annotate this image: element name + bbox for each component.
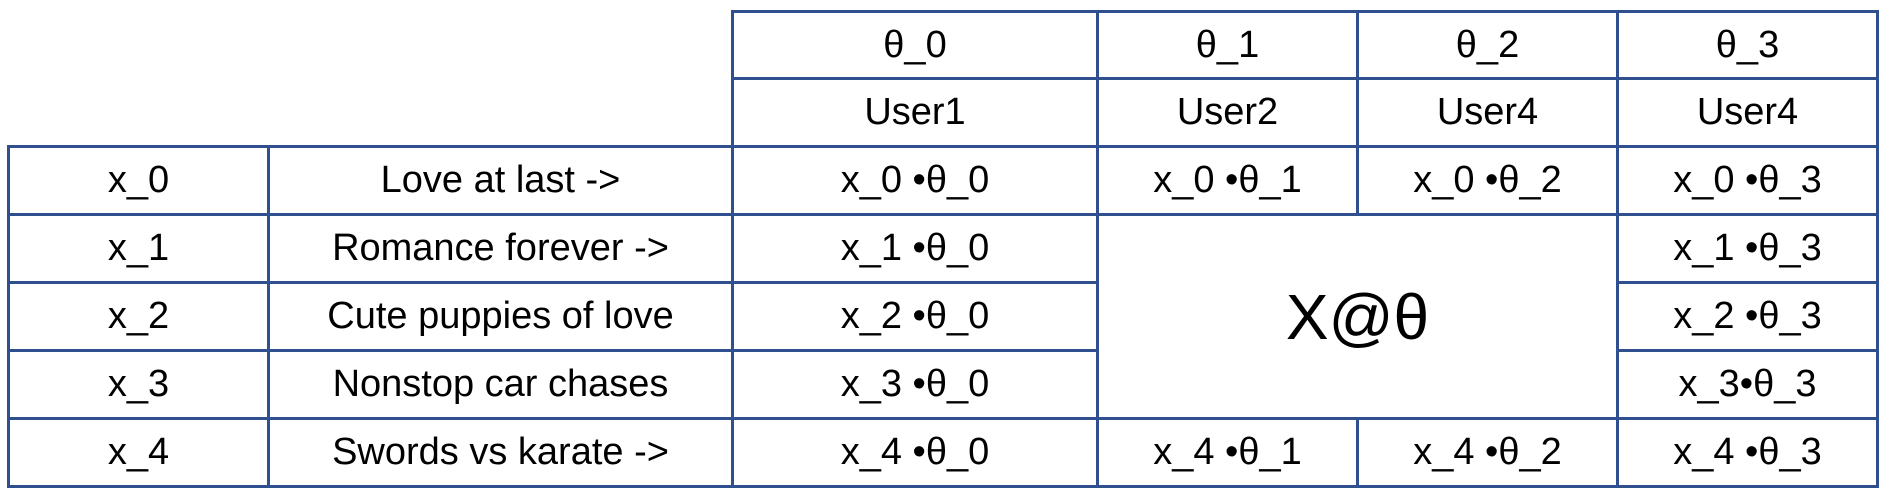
movie-title-1: Romance forever -> (267, 213, 734, 284)
user-header-3: User4 (1616, 77, 1879, 148)
product-cell-1-3: x_1 •θ_3 (1616, 213, 1879, 284)
product-cell-0-0: x_0 •θ_0 (731, 145, 1099, 216)
row-label-x0: x_0 (7, 145, 270, 216)
product-cell-1-0: x_1 •θ_0 (731, 213, 1099, 284)
product-cell-0-3: x_0 •θ_3 (1616, 145, 1879, 216)
theta-header-0: θ_0 (731, 10, 1099, 80)
product-cell-4-2: x_4 •θ_2 (1356, 417, 1619, 488)
product-cell-4-3: x_4 •θ_3 (1616, 417, 1879, 488)
theta-header-3: θ_3 (1616, 10, 1879, 80)
theta-header-1: θ_1 (1096, 10, 1359, 80)
product-cell-2-3: x_2 •θ_3 (1616, 281, 1879, 352)
movie-title-3: Nonstop car chases (267, 349, 734, 420)
theta-header-2: θ_2 (1356, 10, 1619, 80)
row-label-x1: x_1 (7, 213, 270, 284)
product-cell-4-0: x_4 •θ_0 (731, 417, 1099, 488)
product-cell-0-1: x_0 •θ_1 (1096, 145, 1359, 216)
user-header-0: User1 (731, 77, 1099, 148)
product-cell-0-2: x_0 •θ_2 (1356, 145, 1619, 216)
product-cell-2-0: x_2 •θ_0 (731, 281, 1099, 352)
row-label-x4: x_4 (7, 417, 270, 488)
movie-title-0: Love at last -> (267, 145, 734, 216)
row-label-x2: x_2 (7, 281, 270, 352)
product-cell-3-0: x_3 •θ_0 (731, 349, 1099, 420)
product-cell-3-3: x_3•θ_3 (1616, 349, 1879, 420)
user-header-1: User2 (1096, 77, 1359, 148)
merged-product-block: X@θ (1096, 213, 1619, 420)
product-cell-4-1: x_4 •θ_1 (1096, 417, 1359, 488)
movie-title-2: Cute puppies of love (267, 281, 734, 352)
user-header-2: User4 (1356, 77, 1619, 148)
row-label-x3: x_3 (7, 349, 270, 420)
movie-title-4: Swords vs karate -> (267, 417, 734, 488)
